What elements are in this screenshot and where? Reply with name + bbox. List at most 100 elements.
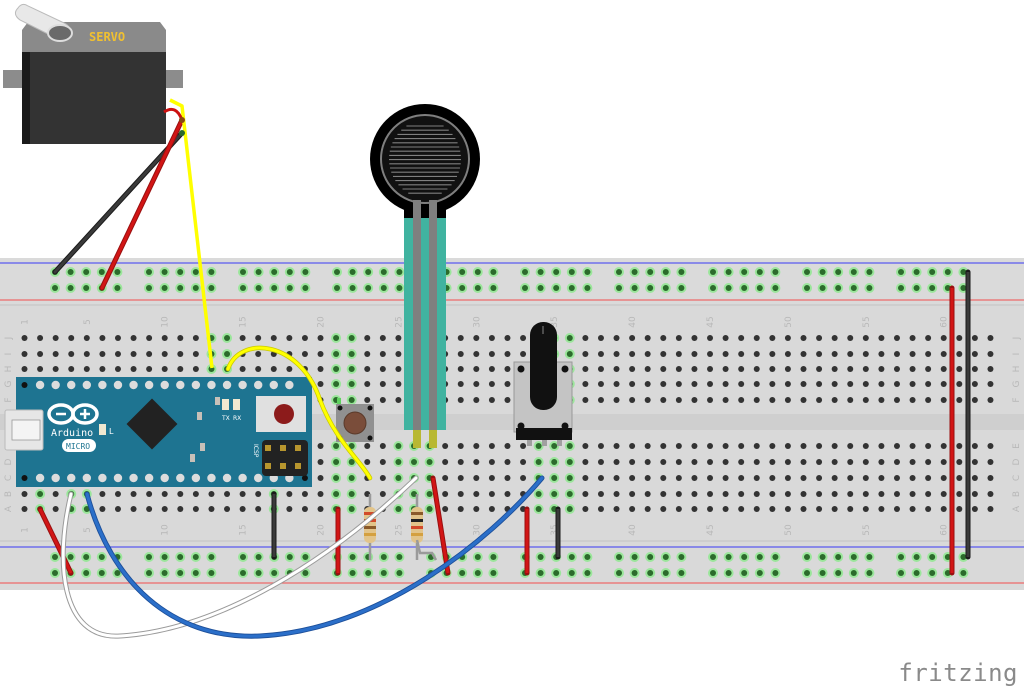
breadboard-hole[interactable] — [644, 351, 651, 357]
rail-hole[interactable] — [631, 570, 638, 576]
breadboard-hole[interactable] — [878, 381, 885, 387]
rail-hole[interactable] — [349, 285, 356, 291]
breadboard-hole[interactable] — [769, 443, 776, 449]
breadboard-hole[interactable] — [597, 475, 604, 481]
breadboard-hole[interactable] — [457, 397, 464, 403]
breadboard-hole[interactable] — [800, 506, 807, 512]
rail-hole[interactable] — [98, 269, 105, 275]
rail-hole[interactable] — [850, 285, 857, 291]
rail-hole[interactable] — [459, 269, 466, 275]
breadboard-hole[interactable] — [99, 506, 106, 512]
breadboard-hole[interactable] — [769, 335, 776, 341]
breadboard-hole[interactable] — [675, 335, 682, 341]
breadboard-hole[interactable] — [597, 443, 604, 449]
breadboard-hole[interactable] — [956, 381, 963, 387]
breadboard-hole[interactable] — [675, 491, 682, 497]
breadboard-hole[interactable] — [971, 459, 978, 465]
arduino-pin[interactable] — [222, 473, 232, 483]
breadboard-hole[interactable] — [286, 506, 293, 512]
breadboard-hole[interactable] — [114, 335, 121, 341]
rail-hole[interactable] — [553, 570, 560, 576]
breadboard-hole[interactable] — [317, 351, 324, 357]
rail-hole[interactable] — [929, 554, 936, 560]
breadboard-hole[interactable] — [707, 351, 714, 357]
rail-hole[interactable] — [850, 570, 857, 576]
breadboard-hole[interactable] — [722, 475, 729, 481]
breadboard-hole[interactable] — [738, 366, 745, 372]
rail-hole[interactable] — [929, 269, 936, 275]
arduino-pin[interactable] — [160, 380, 169, 390]
rail-hole[interactable] — [537, 285, 544, 291]
breadboard-hole[interactable] — [395, 443, 402, 449]
breadboard-hole[interactable] — [37, 351, 44, 357]
breadboard-hole[interactable] — [862, 491, 869, 497]
breadboard-hole[interactable] — [800, 381, 807, 387]
breadboard-hole[interactable] — [333, 475, 340, 481]
rail-hole[interactable] — [396, 269, 403, 275]
rail-hole[interactable] — [459, 570, 466, 576]
breadboard-hole[interactable] — [488, 443, 495, 449]
breadboard-hole[interactable] — [722, 443, 729, 449]
breadboard-hole[interactable] — [379, 475, 386, 481]
breadboard-hole[interactable] — [629, 475, 636, 481]
breadboard-hole[interactable] — [566, 351, 573, 357]
rail-hole[interactable] — [756, 570, 763, 576]
breadboard-hole[interactable] — [816, 506, 823, 512]
breadboard-hole[interactable] — [457, 366, 464, 372]
rail-hole[interactable] — [537, 269, 544, 275]
breadboard-hole[interactable] — [52, 351, 59, 357]
rail-hole[interactable] — [898, 269, 904, 275]
breadboard-hole[interactable] — [473, 443, 480, 449]
breadboard-hole[interactable] — [831, 397, 838, 403]
breadboard-hole[interactable] — [442, 443, 449, 449]
breadboard-hole[interactable] — [613, 351, 620, 357]
rail-hole[interactable] — [380, 570, 387, 576]
breadboard-hole[interactable] — [925, 443, 932, 449]
rail-hole[interactable] — [725, 554, 732, 560]
arduino-pin[interactable] — [207, 380, 216, 390]
breadboard-hole[interactable] — [956, 366, 963, 372]
breadboard-hole[interactable] — [130, 335, 137, 341]
rail-hole[interactable] — [584, 269, 591, 275]
rail-hole[interactable] — [725, 285, 732, 291]
breadboard-hole[interactable] — [114, 351, 121, 357]
breadboard-hole[interactable] — [862, 335, 869, 341]
breadboard-hole[interactable] — [847, 506, 854, 512]
breadboard-hole[interactable] — [940, 381, 947, 387]
breadboard-hole[interactable] — [442, 475, 449, 481]
rail-hole[interactable] — [255, 285, 262, 291]
rail-hole[interactable] — [835, 269, 842, 275]
rail-hole[interactable] — [616, 269, 622, 275]
breadboard-hole[interactable] — [613, 366, 620, 372]
breadboard-hole[interactable] — [784, 506, 791, 512]
breadboard-hole[interactable] — [629, 366, 636, 372]
breadboard-hole[interactable] — [831, 351, 838, 357]
breadboard-hole[interactable] — [255, 351, 262, 357]
arduino-pin[interactable] — [35, 380, 45, 390]
rail-hole[interactable] — [146, 570, 152, 576]
breadboard-hole[interactable] — [582, 335, 589, 341]
rail-hole[interactable] — [647, 554, 654, 560]
breadboard-hole[interactable] — [909, 475, 916, 481]
breadboard-hole[interactable] — [691, 335, 698, 341]
breadboard-hole[interactable] — [878, 506, 885, 512]
rail-hole[interactable] — [584, 554, 591, 560]
breadboard-hole[interactable] — [847, 459, 854, 465]
rail-hole[interactable] — [302, 570, 309, 576]
rail-hole[interactable] — [177, 554, 184, 560]
breadboard-hole[interactable] — [862, 459, 869, 465]
rail-hole[interactable] — [756, 285, 763, 291]
breadboard-hole[interactable] — [473, 491, 480, 497]
arduino-pin[interactable] — [129, 473, 138, 483]
breadboard-hole[interactable] — [675, 397, 682, 403]
breadboard-hole[interactable] — [691, 366, 698, 372]
breadboard-hole[interactable] — [52, 366, 59, 372]
rail-hole[interactable] — [349, 269, 356, 275]
breadboard-hole[interactable] — [878, 335, 885, 341]
breadboard-hole[interactable] — [83, 506, 90, 512]
breadboard-hole[interactable] — [629, 335, 636, 341]
breadboard-hole[interactable] — [130, 491, 137, 497]
arduino-pin[interactable] — [113, 473, 123, 483]
breadboard-hole[interactable] — [473, 381, 480, 387]
breadboard-hole[interactable] — [940, 397, 947, 403]
